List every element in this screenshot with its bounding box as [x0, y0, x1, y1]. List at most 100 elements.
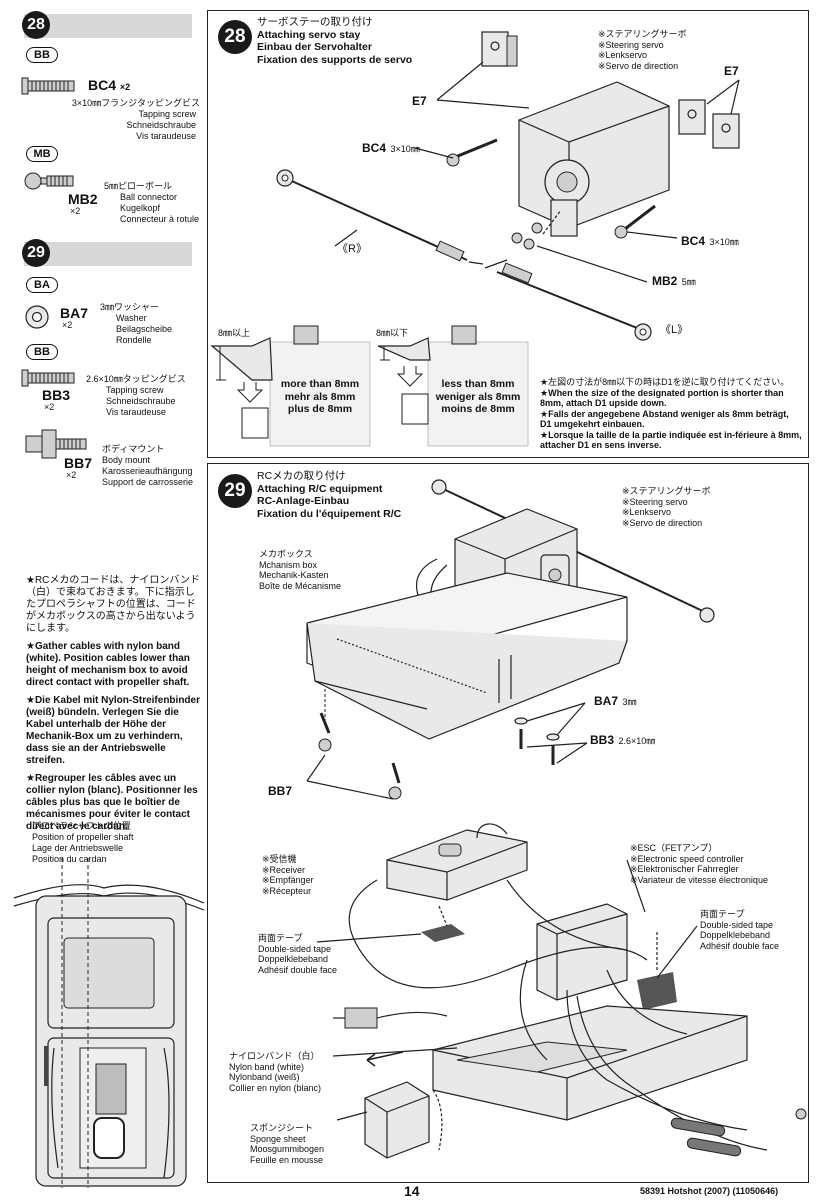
p28-l-label: 《L》 — [660, 324, 689, 336]
panel-29-badge: 29 — [218, 474, 252, 508]
step-29-header: 29 — [22, 239, 192, 267]
p28-e7-left: E7 — [412, 94, 427, 108]
ba7-desc-fr: Rondelle — [116, 335, 152, 345]
p29-receiver-de: ※Empfänger — [262, 875, 314, 885]
body-mount-icon — [25, 429, 87, 459]
p28-servo-en: ※Steering servo — [598, 39, 664, 50]
p29-servo-jp: ※ステアリングサーボ — [622, 486, 711, 496]
p29-mechbox-en: Mchanism box — [259, 559, 318, 570]
mb2-desc-en: Ball connector — [120, 192, 178, 202]
bc4-desc-en: Tapping screw — [138, 109, 196, 119]
p29-servo-en: ※Steering servo — [622, 496, 688, 507]
panel-29-title-jp: RCメカの取り付け — [257, 470, 346, 482]
servo-stay-assembly-drawing — [276, 31, 740, 341]
p28-over-label: 8㎜以上 — [218, 328, 251, 338]
p29-tape-left-en: Double-sided tape — [258, 943, 332, 954]
mb2-code: MB2 — [68, 191, 98, 207]
bc4-qty: ×2 — [119, 82, 131, 92]
mb2-desc-jp: 5㎜ピローボール — [104, 181, 173, 191]
p29-receiver-fr: ※Récepteur — [262, 885, 312, 896]
p29-receiver-jp: ※受信機 — [262, 854, 297, 864]
step-28-badge: 28 — [22, 11, 50, 39]
cable-routing-illustration — [13, 858, 205, 1188]
p29-bb3: BB3 — [590, 733, 615, 747]
ball-connector-icon — [24, 172, 74, 190]
p29-mechbox-jp: メカボックス — [259, 549, 313, 559]
bb3-qty: ×2 — [44, 402, 55, 412]
p29-receiver-en: ※Receiver — [262, 864, 306, 875]
ba7-qty: ×2 — [62, 320, 73, 330]
bb3-desc-jp: 2.6×10㎜タッピングビス — [86, 374, 186, 384]
p28-bc4-left-size: 3×10㎜ — [390, 144, 420, 154]
mechanism-box-drawing — [306, 479, 715, 800]
size-comparison-insets — [210, 325, 529, 447]
p28-note-de: ★Falls der angegebene Abstand weniger al… — [540, 408, 789, 430]
p29-esc-de: ※Elektronischer Fahrregler — [630, 864, 739, 874]
p29-esc-fr: ※Variateur de vitesse électronique — [630, 874, 768, 885]
panel-28-badge: 28 — [218, 20, 252, 54]
p28-under-label: 8㎜以下 — [376, 328, 409, 338]
p29-nylon-fr: Collier en nylon (blanc) — [229, 1082, 322, 1093]
bb7-desc-en: Body mount — [102, 455, 151, 465]
mb2-qty: ×2 — [70, 206, 81, 216]
bag-tag-ba: BA — [26, 277, 58, 293]
panel-28-title-en: Attaching servo stay — [257, 28, 361, 41]
panel-28-title-jp: サーボステーの取り付け — [257, 16, 373, 28]
p29-bb3-size: 2.6×10㎜ — [618, 736, 656, 746]
panel-29-title-en: Attaching R/C equipment — [257, 482, 383, 495]
bb7-desc-jp: ボディマウント — [102, 444, 165, 454]
p29-mechbox-de: Mechanik-Kasten — [259, 570, 329, 580]
bb7-desc-fr: Support de carrosserie — [102, 477, 194, 487]
p29-mechbox-fr: Boîte de Mécanisme — [259, 580, 342, 591]
bc4-code: BC4 — [88, 77, 117, 93]
p29-esc-jp: ※ESC（FETアンプ） — [630, 843, 718, 853]
p29-esc-en: ※Electronic speed controller — [630, 853, 744, 864]
bc4-desc-de: Schneidschraube — [126, 120, 196, 130]
ba7-desc-en: Washer — [116, 313, 147, 323]
panel-28-title-fr: Fixation des supports de servo — [257, 53, 413, 66]
bb3-code: BB3 — [42, 387, 71, 403]
bc4-desc-jp: 3×10㎜フランジタッピングビス — [71, 98, 200, 108]
tapping-screw-icon — [21, 77, 75, 95]
p29-nylon-en: Nylon band (white) — [229, 1061, 305, 1072]
bb3-desc-fr: Vis taraudeuse — [106, 407, 166, 417]
note-de: ★Die Kabel mit Nylon-Streifenbinder (wei… — [26, 695, 200, 766]
step-28-header: 28 — [22, 11, 192, 39]
page-number: 14 — [404, 1183, 420, 1199]
p28-under-en: less than 8mm — [441, 378, 515, 390]
p29-sponge-jp: スポンジシート — [250, 1123, 314, 1133]
p29-ba7: BA7 — [594, 694, 619, 708]
p28-note-fr: ★Lorsque la taille de la partie indiquée… — [540, 429, 802, 451]
note-en: ★Gather cables with nylon band (white). … — [26, 641, 190, 688]
p29-nylon-jp: ナイロンバンド（白） — [229, 1051, 320, 1061]
note-fr: ★Regrouper les câbles avec un collier ny… — [26, 773, 198, 832]
ba7-desc-jp: 3㎜ワッシャー — [100, 302, 160, 312]
mb2-desc-de: Kugelkopf — [120, 203, 161, 213]
p28-under-fr: moins de 8mm — [441, 403, 515, 415]
p29-tape-right-en: Double-sided tape — [700, 919, 774, 930]
p29-sponge-en: Sponge sheet — [250, 1133, 306, 1144]
rc-equipment-drawing — [316, 823, 807, 1159]
p28-mb2: MB2 — [652, 274, 678, 288]
p28-note-en: ★When the size of the designated portion… — [540, 387, 784, 409]
shaft-label-fr: Position du cardan — [32, 854, 107, 864]
p28-e7-right: E7 — [724, 64, 739, 78]
p29-sponge-fr: Feuille en mousse — [250, 1154, 324, 1165]
bag-tag-bb: BB — [26, 47, 58, 63]
p29-servo-de: ※Lenkservo — [622, 507, 672, 517]
p28-under-de: weniger als 8mm — [435, 390, 521, 403]
step-29-badge: 29 — [22, 239, 50, 267]
p28-bc4-right-size: 3×10㎜ — [709, 237, 739, 247]
p29-tape-left-fr: Adhésif double face — [258, 964, 338, 975]
bb7-code: BB7 — [64, 455, 93, 471]
shaft-label-de: Lage der Antriebswelle — [32, 843, 124, 853]
mb2-desc-fr: Connecteur à rotule — [120, 214, 200, 224]
p28-over-fr: plus de 8mm — [287, 403, 353, 415]
bag-tag-bb-2: BB — [26, 344, 58, 360]
bb3-desc-en: Tapping screw — [106, 385, 164, 395]
p29-tape-right-de: Doppelklebeband — [700, 930, 771, 940]
washer-icon — [25, 305, 49, 329]
p29-servo-fr: ※Servo de direction — [622, 517, 703, 528]
p29-tape-right-jp: 両面テープ — [700, 909, 745, 919]
p29-bb7: BB7 — [268, 784, 293, 798]
